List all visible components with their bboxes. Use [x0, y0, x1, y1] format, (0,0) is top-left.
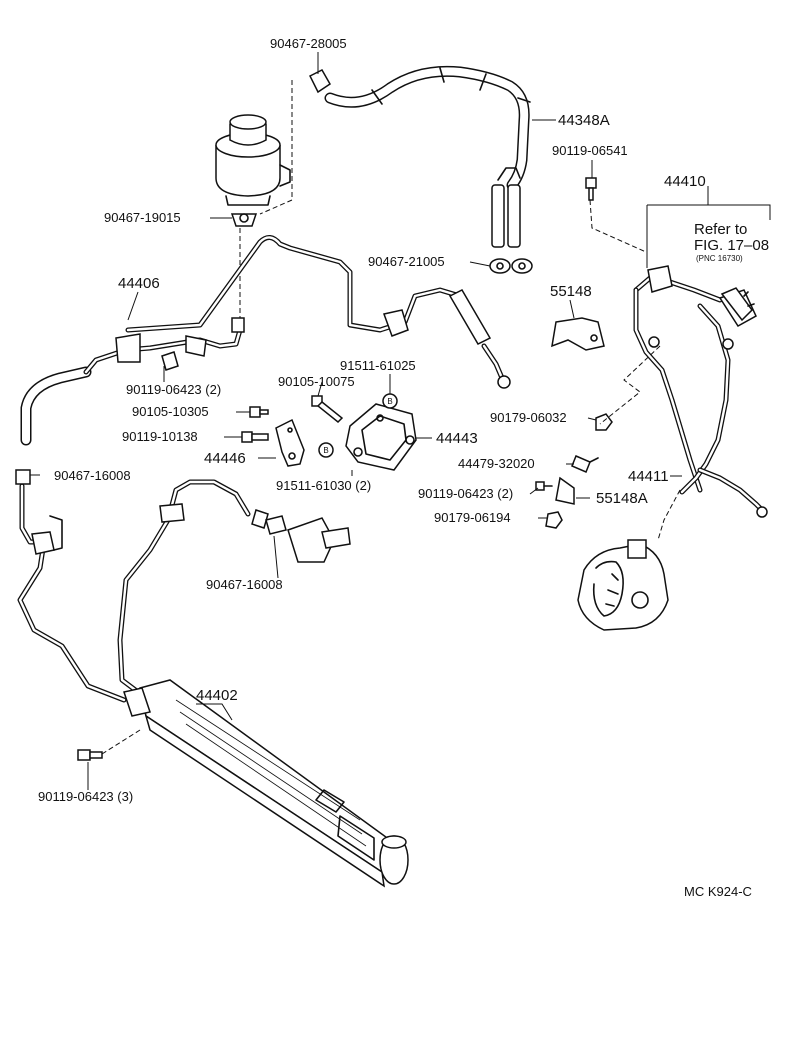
label-44446: 44446 [204, 450, 246, 467]
label-90467-16008-center: 90467-16008 [206, 577, 283, 592]
label-90467-16008-left: 90467-16008 [54, 468, 131, 483]
label-91511-61025: 91511-61025 [340, 358, 416, 373]
label-90105-10305: 90105-10305 [132, 404, 209, 419]
svg-text:B: B [323, 446, 328, 455]
bracket-55148A [555, 476, 575, 505]
label-90119-10138: 90119-10138 [122, 429, 198, 444]
bracket-44446 [275, 418, 305, 467]
label-44406: 44406 [118, 275, 160, 292]
pressure-pipe [125, 235, 511, 389]
figure-code: MC K924-C [684, 884, 752, 899]
cooler-pipe-left [15, 469, 127, 703]
refer-line-1: Refer to [694, 221, 747, 238]
label-90119-06423-lower: 90119-06423 (3) [38, 789, 133, 804]
reservoir-tank [215, 114, 291, 206]
bolt-06423-lower [77, 749, 103, 761]
leader-lines [30, 52, 682, 790]
nut-06194 [545, 511, 563, 529]
bolt-10138 [241, 431, 269, 443]
label-90467-21005: 90467-21005 [368, 254, 445, 269]
label-90119-06423-upper: 90119-06423 (2) [126, 382, 221, 397]
label-55148: 55148 [550, 283, 592, 300]
clamp-19015 [230, 213, 258, 227]
oil-cooler [123, 679, 409, 888]
part-labels: 90467-28005 44348A 90119-06541 44410 904… [38, 36, 706, 804]
cooler-pipe-right [117, 479, 269, 695]
label-44410: 44410 [664, 173, 706, 190]
hose-connector [287, 517, 351, 563]
power-steering-pump [577, 539, 669, 631]
label-90105-10075: 90105-10075 [278, 374, 355, 389]
bolt-10075 [311, 395, 344, 424]
nut-06032 [595, 413, 613, 431]
marker-b-upper: B [382, 393, 398, 409]
bracket-44443 [345, 403, 417, 471]
marker-b-lower: B [318, 442, 334, 458]
label-44411: 44411 [628, 468, 669, 485]
left-return-hose [20, 317, 245, 446]
clamp-21005 [489, 258, 533, 274]
label-90119-06541: 90119-06541 [552, 143, 628, 158]
refer-line-2: FIG. 17–08 [694, 237, 769, 254]
label-44443: 44443 [436, 430, 478, 447]
label-90119-06423-right: 90119-06423 (2) [418, 486, 513, 501]
label-90179-06194: 90179-06194 [434, 510, 511, 525]
bracket-55148 [551, 317, 605, 351]
refer-note: Refer to FIG. 17–08 (PNC 16730) [694, 221, 769, 263]
label-44479-32020: 44479-32020 [458, 456, 535, 471]
label-90179-06032: 90179-06032 [490, 410, 567, 425]
pressure-switch-44479 [571, 455, 599, 473]
bolt-06541 [585, 177, 597, 201]
label-90467-19015: 90467-19015 [104, 210, 181, 225]
svg-text:B: B [387, 397, 392, 406]
label-91511-61030: 91511-61030 (2) [276, 478, 371, 493]
label-44348A: 44348A [558, 112, 610, 129]
label-90467-28005: 90467-28005 [270, 36, 347, 51]
bolt-10305 [249, 406, 269, 418]
refer-line-3: (PNC 16730) [696, 254, 743, 263]
clamp-16008-center [265, 515, 287, 535]
return-hose [308, 65, 531, 248]
label-44402: 44402 [196, 687, 238, 704]
label-55148A: 55148A [596, 490, 648, 507]
bolt-06423-right [535, 481, 553, 491]
connector-16730 [720, 287, 755, 322]
